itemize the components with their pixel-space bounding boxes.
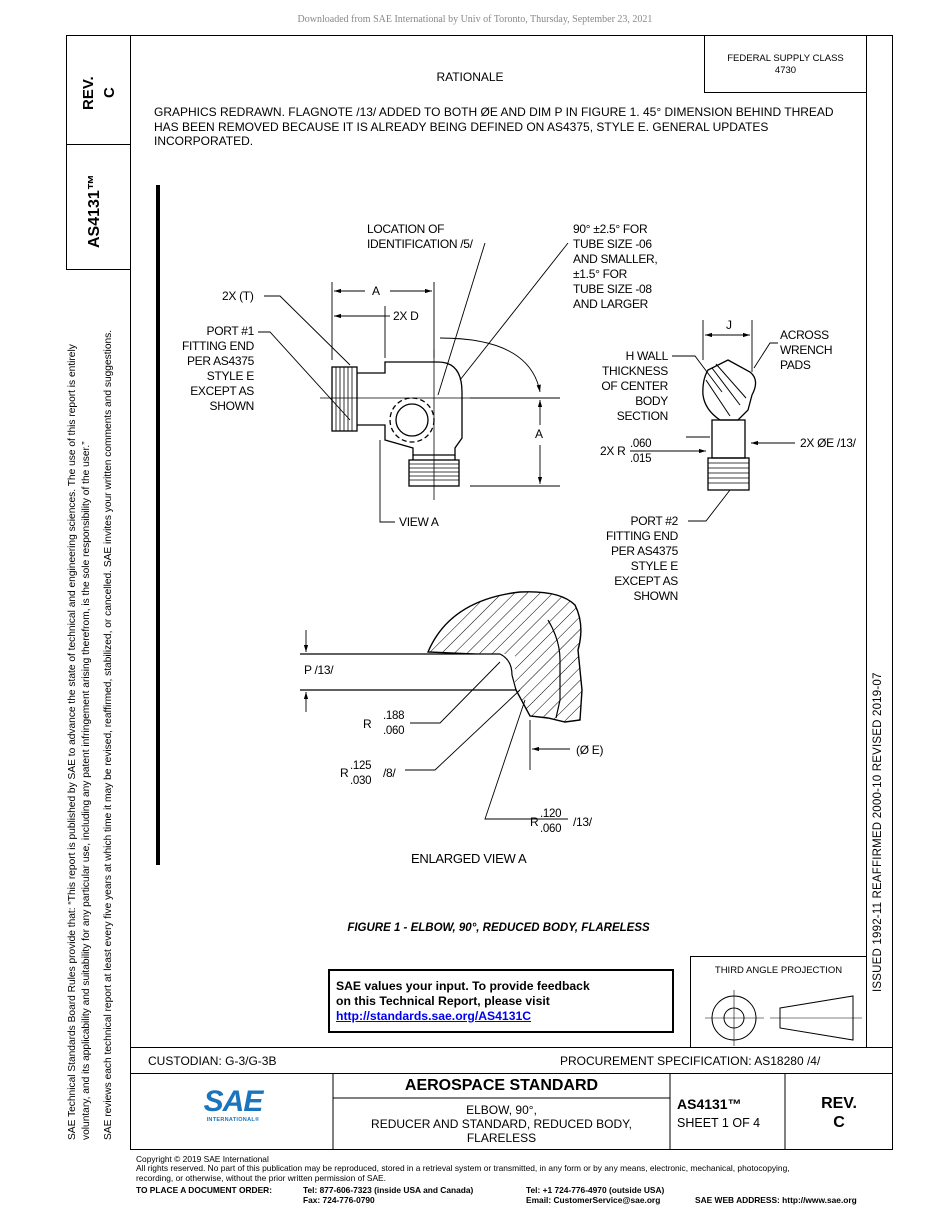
label-r2-flag: /8/: [383, 766, 396, 780]
title-rev-label: REV.: [821, 1095, 857, 1112]
label-r1-bottom: .060: [383, 725, 405, 737]
rationale-title: RATIONALE: [436, 70, 504, 84]
port1-line-3: PER AS4375: [186, 354, 254, 368]
footer-web[interactable]: SAE WEB ADDRESS: http://www.sae.org: [695, 1195, 857, 1205]
port2-line-5: EXCEPT AS: [614, 574, 678, 588]
label-2x-r-top: .060: [630, 438, 652, 450]
figure-caption: FIGURE 1 - ELBOW, 90°, REDUCED BODY, FLA…: [347, 922, 650, 934]
port1-line-1: PORT #1: [206, 324, 255, 338]
across-line-1: ACROSS: [780, 328, 829, 342]
port1-line-2: FITTING END: [181, 339, 254, 353]
title-doc-number: AS4131™: [677, 1096, 742, 1112]
sae-logo: SAE INTERNATIONAL®: [198, 1085, 268, 1124]
footer-tel-us: Tel: 877-606-7323 (inside USA and Canada…: [303, 1185, 474, 1195]
port2-line-4: STYLE E: [630, 559, 679, 573]
label-2x-r-bottom: .015: [630, 453, 652, 465]
port1-line-6: SHOWN: [209, 399, 255, 413]
label-location-2: IDENTIFICATION /5/: [367, 237, 473, 251]
fsc-line-1: FEDERAL SUPPLY CLASS: [727, 53, 844, 64]
port1-line-4: STYLE E: [206, 369, 255, 383]
hwall-line-1: H WALL: [625, 349, 669, 363]
label-location-1: LOCATION OF: [367, 222, 445, 236]
label-r2-bottom: .030: [350, 775, 372, 787]
label-dim-j: J: [726, 318, 732, 332]
right-strip: [867, 35, 893, 1048]
third-angle-symbol: [705, 990, 862, 1046]
sae-logo-sub: INTERNATIONAL®: [206, 1117, 260, 1123]
label-r2: R: [340, 766, 349, 780]
feedback-link[interactable]: http://standards.sae.org/AS4131C: [336, 1009, 532, 1023]
across-line-2: WRENCH: [780, 343, 833, 357]
third-angle-title: THIRD ANGLE PROJECTION: [714, 965, 843, 976]
label-r1-top: .188: [383, 710, 405, 722]
sae-logo-mark: SAE: [203, 1085, 264, 1118]
fsc-line-2: 4730: [774, 65, 797, 76]
label-2x-t: 2X (T): [222, 289, 254, 303]
label-r3: R: [530, 815, 539, 829]
label-enlarged-view: ENLARGED VIEW A: [411, 851, 527, 866]
label-2x-d: 2X D: [393, 309, 419, 323]
doc-title-line-2: REDUCER AND STANDARD, REDUCED BODY,: [371, 1117, 632, 1131]
doc-number-box: [66, 145, 130, 270]
angle-note-2: TUBE SIZE -06: [573, 237, 652, 251]
sheet-number: SHEET 1 OF 4: [677, 1116, 761, 1130]
port2-line-6: SHOWN: [633, 589, 679, 603]
download-note: Downloaded from SAE International by Uni…: [297, 14, 653, 25]
label-r3-bottom: .060: [540, 823, 562, 835]
label-view-a: VIEW A: [399, 515, 439, 529]
port2-line-3: PER AS4375: [610, 544, 678, 558]
footer-copyright: Copyright © 2019 SAE International: [136, 1154, 269, 1164]
feedback-line-2: on this Technical Report, please visit: [336, 994, 550, 1008]
footer-rights-2: recording, or otherwise, without the pri…: [136, 1173, 386, 1183]
label-e-paren: (Ø E): [576, 743, 604, 757]
footer-fax: Fax: 724-776-0790: [303, 1195, 375, 1205]
doc-title-line-3: FLARELESS: [466, 1131, 537, 1145]
title-rev-value: C: [833, 1114, 845, 1131]
port1-line-5: EXCEPT AS: [190, 384, 254, 398]
across-line-3: PADS: [780, 358, 811, 372]
doc-title-line-1: ELBOW, 90°,: [466, 1103, 537, 1117]
rationale-body: GRAPHICS REDRAWN. FLAGNOTE /13/ ADDED TO…: [154, 105, 834, 148]
angle-note-4: ±1.5° FOR: [573, 267, 628, 281]
label-2x-e: 2X ØE /13/: [800, 436, 856, 450]
custodian: CUSTODIAN: G-3/G-3B: [148, 1054, 277, 1068]
custodian-row: [130, 1048, 893, 1074]
hwall-line-5: SECTION: [616, 409, 669, 423]
rev-box: [66, 35, 130, 145]
label-dim-a: A: [372, 284, 380, 298]
hwall-line-3: OF CENTER: [601, 379, 668, 393]
port2-line-1: PORT #2: [630, 514, 679, 528]
label-p: P /13/: [304, 663, 334, 677]
port2-line-2: FITTING END: [605, 529, 678, 543]
third-angle-box: [690, 956, 867, 1048]
procurement-spec: PROCUREMENT SPECIFICATION: AS18280 /4/: [560, 1054, 821, 1068]
aerospace-standard-heading: AEROSPACE STANDARD: [404, 1077, 599, 1094]
label-r3-flag: /13/: [573, 815, 592, 829]
drawing-frame: [130, 35, 867, 1048]
doc-title: ELBOW, 90°, REDUCER AND STANDARD, REDUCE…: [333, 1103, 670, 1145]
angle-note-3: AND SMALLER,: [573, 252, 658, 266]
footer-order-label: TO PLACE A DOCUMENT ORDER:: [136, 1185, 273, 1195]
feedback-line-1: SAE values your input. To provide feedba…: [336, 979, 590, 993]
angle-note-5: TUBE SIZE -08: [573, 282, 652, 296]
title-block: [130, 1074, 893, 1150]
label-dim-a-vertical: A: [535, 427, 543, 441]
label-r3-top: .120: [540, 808, 562, 820]
label-r1: R: [363, 717, 372, 731]
label-2x-r: 2X R: [600, 444, 626, 458]
hwall-line-4: BODY: [635, 394, 668, 408]
hwall-line-2: THICKNESS: [602, 364, 668, 378]
feedback-box: SAE values your input. To provide feedba…: [328, 969, 674, 1033]
title-rev: REV. C: [785, 1094, 893, 1132]
angle-note-6: AND LARGER: [573, 297, 649, 311]
angle-note-1: 90° ±2.5° FOR: [573, 222, 648, 236]
footer-email[interactable]: Email: CustomerService@sae.org: [526, 1195, 661, 1205]
federal-supply-class: FEDERAL SUPPLY CLASS 4730: [704, 35, 867, 93]
side-view: [702, 359, 757, 491]
footer-rights-1: All rights reserved. No part of this pub…: [136, 1163, 790, 1173]
enlarged-view: [300, 591, 583, 723]
footer-tel-intl: Tel: +1 724-776-4970 (outside USA): [526, 1185, 665, 1195]
label-r2-top: .125: [350, 760, 372, 772]
